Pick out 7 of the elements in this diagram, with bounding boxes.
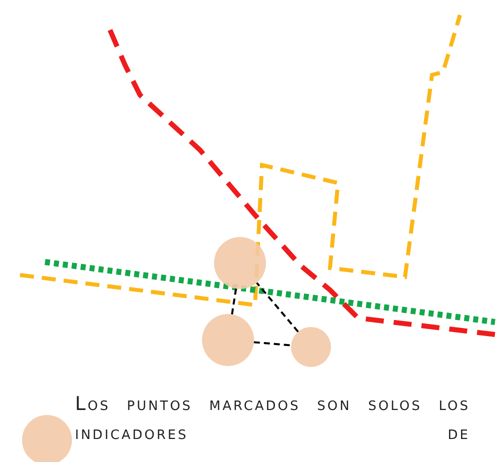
connector-line bbox=[256, 282, 299, 332]
connector-line bbox=[254, 341, 292, 346]
marker-circle bbox=[291, 327, 331, 367]
marker-circle bbox=[202, 314, 254, 366]
legend-text: Los puntos marcados son solos los indicadores de bbox=[75, 392, 470, 446]
connector-line bbox=[231, 288, 237, 314]
marker-circle bbox=[214, 237, 266, 289]
